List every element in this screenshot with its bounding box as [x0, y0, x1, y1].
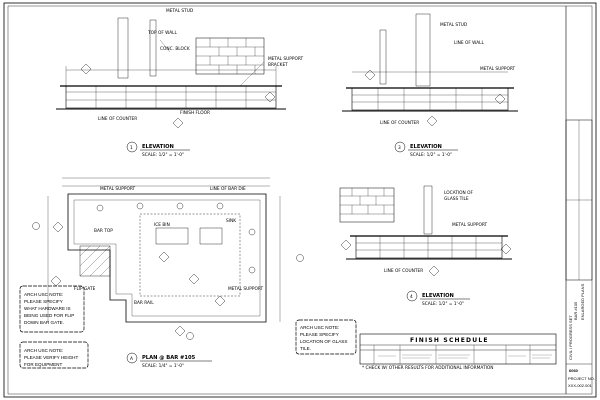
svg-text:LINE OF COUNTER: LINE OF COUNTER [98, 116, 137, 122]
svg-text:WHAT HARDWARE IS: WHAT HARDWARE IS [24, 306, 71, 311]
title-block-label-2: BAR #105 [573, 301, 578, 320]
svg-text:DOWN BAR GATE.: DOWN BAR GATE. [24, 320, 64, 325]
svg-text:SCALE: 1/4" = 1'-0": SCALE: 1/4" = 1'-0" [142, 363, 184, 369]
sheet-number: 6060 [569, 368, 579, 373]
svg-text:BAR TOP: BAR TOP [94, 228, 113, 234]
finish-schedule-title: FINISH SCHEDULE [410, 337, 489, 344]
bar-counter-plan [67, 193, 267, 323]
view-number-plan: A [130, 356, 133, 362]
view-number-elev2: 3 [398, 145, 401, 151]
svg-text:LINE OF BAR DIE: LINE OF BAR DIE [210, 186, 246, 192]
view-title-elev1: ELEVATION [142, 144, 174, 150]
svg-text:FOR EQUIPMENT: FOR EQUIPMENT [24, 362, 62, 367]
svg-text:ARCH USC NOTE:: ARCH USC NOTE: [24, 292, 63, 297]
svg-text:CONC. BLOCK: CONC. BLOCK [160, 46, 190, 52]
svg-text:BRACKET: BRACKET [268, 62, 288, 68]
svg-text:SCALE: 1/2" = 1'-0": SCALE: 1/2" = 1'-0" [142, 152, 184, 158]
svg-text:SINK: SINK [226, 218, 236, 224]
svg-text:METAL SUPPORT: METAL SUPPORT [452, 222, 488, 228]
project-number-label: PROJECT NO. [568, 376, 595, 381]
svg-text:LINE OF WALL: LINE OF WALL [454, 40, 485, 46]
svg-text:METAL SUPPORT: METAL SUPPORT [268, 56, 304, 62]
finish-schedule: FINISH SCHEDULE * CHECK W/ OTHER RESULTS… [359, 333, 557, 371]
svg-text:TILE.: TILE. [300, 346, 311, 351]
svg-text:PLEASE SPECIFY: PLEASE SPECIFY [300, 332, 339, 337]
svg-text:METAL SUPPORT: METAL SUPPORT [100, 186, 136, 192]
svg-text:LOCATION OF: LOCATION OF [444, 190, 473, 196]
note-glass-tile: ARCH USC NOTE: PLEASE SPECIFY LOCATION O… [295, 319, 357, 355]
svg-text:LINE OF COUNTER: LINE OF COUNTER [380, 120, 419, 126]
title-block-label-1: CIVIL / PROGRESS SET [568, 315, 573, 360]
svg-text:METAL SUPPORT: METAL SUPPORT [228, 286, 264, 292]
view-title-elev2: ELEVATION [410, 144, 442, 150]
title-block: CIVIL / PROGRESS SET BAR #105 ENLARGED P… [565, 6, 595, 394]
svg-text:SCALE: 1/2" = 1'-0": SCALE: 1/2" = 1'-0" [410, 152, 452, 158]
svg-text:FINISH FLOOR: FINISH FLOOR [180, 110, 210, 116]
plan-bar-105: METAL SUPPORT LINE OF BAR DIE ICE BIN SI… [32, 177, 304, 369]
svg-text:METAL STUD: METAL STUD [166, 8, 194, 14]
svg-text:PLEASE VERIFY HEIGHT: PLEASE VERIFY HEIGHT [24, 355, 78, 360]
svg-text:BEING USED FOR FLIP: BEING USED FOR FLIP [24, 313, 74, 318]
svg-text:ARCH USC NOTE:: ARCH USC NOTE: [300, 325, 339, 330]
note-equipment-height: ARCH USC NOTE: PLEASE VERIFY HEIGHT FOR … [19, 341, 89, 369]
svg-text:SCALE: 1/2" = 1'-0": SCALE: 1/2" = 1'-0" [422, 301, 464, 307]
svg-text:ICE BIN: ICE BIN [154, 222, 170, 228]
svg-text:GLASS TILE: GLASS TILE [444, 196, 469, 202]
svg-text:PLEASE SPECIFY: PLEASE SPECIFY [24, 299, 63, 304]
svg-text:FLIP GATE: FLIP GATE [74, 286, 96, 292]
view-number-elev3: 4 [410, 294, 413, 300]
svg-text:LOCATION OF GLASS: LOCATION OF GLASS [300, 339, 347, 344]
view-title-elev3: ELEVATION [422, 293, 454, 299]
elevation-4: LOCATION OF GLASS TILE METAL SUPPORT LIN… [339, 185, 512, 307]
elevation-1: TOP OF WALL CONC. BLOCK METAL SUPPORT BR… [56, 8, 304, 158]
view-number-elev1: 1 [130, 145, 133, 151]
sheet-border [3, 2, 597, 398]
svg-text:LINE OF COUNTER: LINE OF COUNTER [384, 268, 423, 274]
elevation-3: METAL STUD LINE OF WALL METAL SUPPORT LI… [342, 13, 518, 158]
finish-schedule-footnote: * CHECK W/ OTHER RESULTS FOR ADDITIONAL … [362, 365, 493, 371]
bar-counter-elevation [65, 85, 277, 109]
view-title-plan: PLAN @ BAR #105 [142, 355, 196, 361]
svg-text:TOP OF WALL: TOP OF WALL [147, 30, 178, 36]
project-number: XXX-002.001 [568, 383, 593, 388]
svg-text:ARCH USC NOTE:: ARCH USC NOTE: [24, 348, 63, 353]
title-block-label-3: ENLARGED PLANS [580, 283, 585, 320]
svg-text:METAL STUD: METAL STUD [440, 22, 468, 28]
note-flip-gate: ARCH USC NOTE: PLEASE SPECIFY WHAT HARDW… [19, 285, 85, 333]
svg-text:METAL SUPPORT: METAL SUPPORT [480, 66, 516, 72]
svg-text:BAR RAIL: BAR RAIL [134, 300, 154, 306]
